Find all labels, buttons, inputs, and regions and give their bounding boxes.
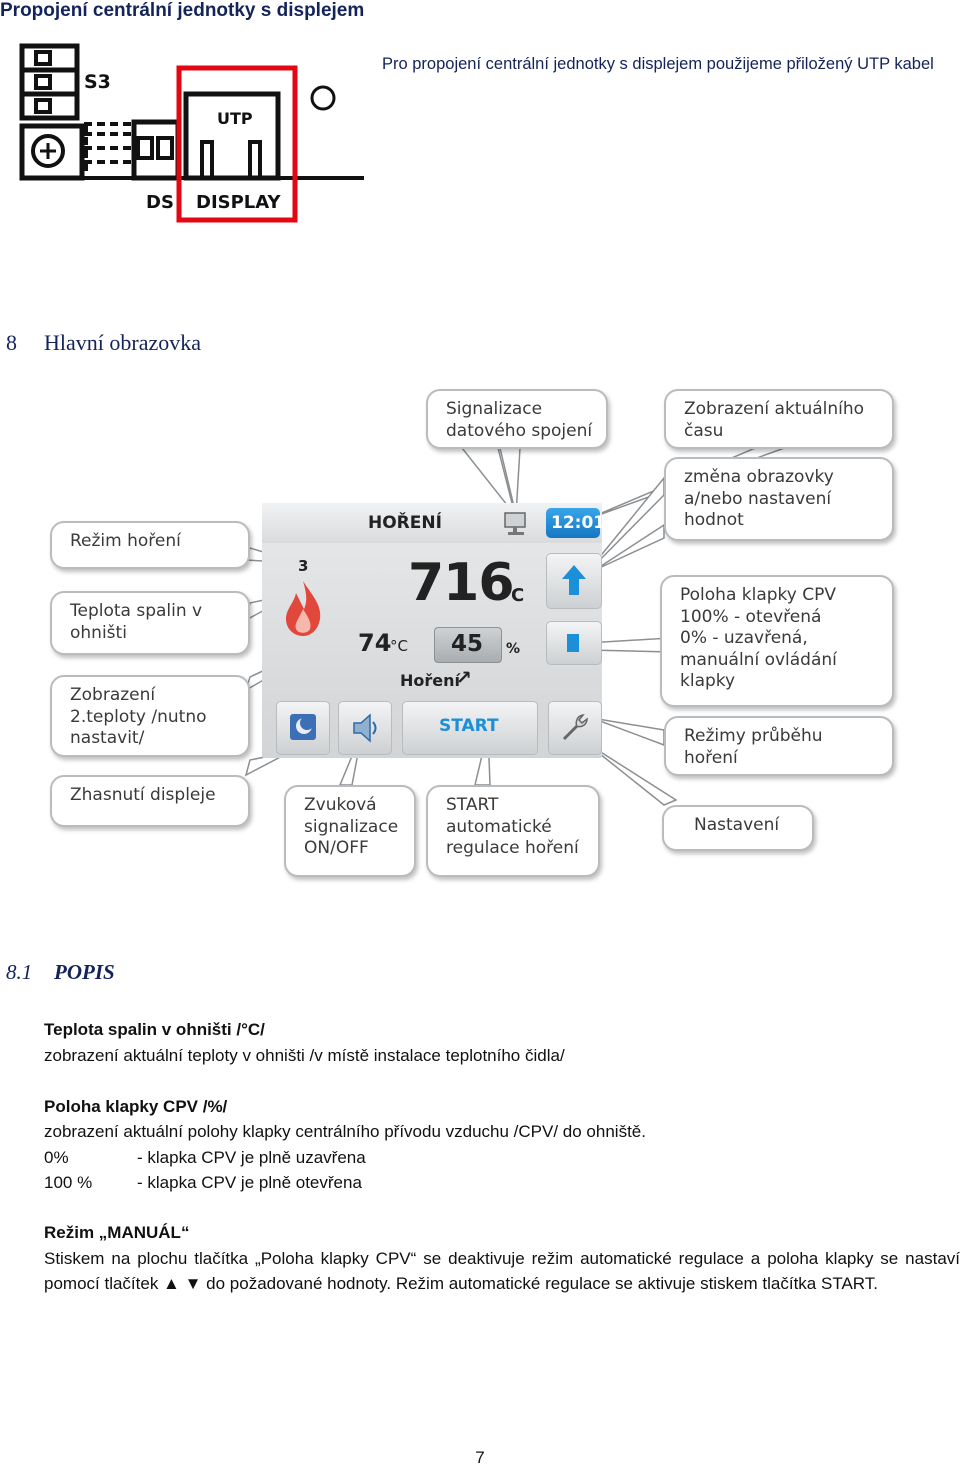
screen-header [262,503,602,543]
poloha-row-value: - klapka CPV je plně uzavřena [137,1148,366,1167]
status-text: Hoření [400,671,460,690]
display-off-button[interactable] [276,701,330,755]
arrow-down-icon [567,634,579,652]
label-display: DISPLAY [196,192,281,213]
poloha-row-value: - klapka CPV je plně otevřena [137,1173,362,1192]
callout-time: Zobrazení aktuálního času [664,389,894,449]
label-ds: DS [146,192,174,213]
arrow-up-icon [562,565,586,595]
callout-valve-position-text: Poloha klapky CPV 100% - otevřená 0% - u… [680,585,837,691]
callout-second-temperature: Zobrazení 2.teploty /nutno nastavit/ [50,675,250,757]
screen-title: HOŘENÍ [368,513,442,533]
callout-change-screen-text: změna obrazovky a/nebo nastavení hodnot [684,467,834,530]
callout-start: START automatické regulace hoření [426,785,600,877]
label-s3: S3 [84,71,111,93]
flame-icon [286,581,321,636]
down-button[interactable] [546,621,602,665]
time-button[interactable]: 12:01 [546,508,605,538]
valve-position-unit: % [506,641,521,657]
heading-8: 8 Hlavní obrazovka [6,330,201,356]
s3-terminal-block [19,43,80,121]
poloha-row-key: 0% [44,1148,69,1167]
callout-valve-position: Poloha klapky CPV 100% - otevřená 0% - u… [660,575,894,707]
moon-icon [290,714,316,740]
callout-change-screen: změna obrazovky a/nebo nastavení hodnot [664,457,894,541]
main-screen-panel: HOŘENÍ 12:01 3 716 °C 74 °C 45 % Hoření … [262,503,605,758]
section-title: Propojení centrální jednotky s displejem [0,0,365,21]
page-number: 7 [475,1448,485,1467]
mode-number: 3 [298,557,309,575]
poloha-row-key: 100 % [44,1173,93,1192]
display-highlight [176,65,298,223]
wrench-icon [562,713,588,741]
callout-start-text: START automatické regulace hoření [446,795,579,858]
plus-terminal-icon [31,134,65,168]
valve-position-button[interactable]: 45 [434,627,502,663]
callout-burning-modes-text: Režimy průběhu hoření [684,726,823,768]
callout-data-connection-text: Signalizace datového spojení [446,399,593,441]
valve-position-value: 45 [451,631,484,657]
heading-8-title: Hlavní obrazovka [44,330,201,355]
callout-settings: Nastavení [662,805,814,851]
callout-time-text: Zobrazení aktuálního času [684,399,865,441]
wiring-diagram: S3 UTP DS DISPLAY [19,43,364,223]
callout-burning-modes: Režimy průběhu hoření [664,716,894,776]
heading-8-1-number: 8.1 [6,960,33,984]
second-temperature-unit: °C [390,637,408,655]
callout-data-connection: Signalizace datového spojení [426,389,608,449]
callout-settings-text: Nastavení [694,815,780,835]
callout-second-temperature-text: Zobrazení 2.teploty /nutno nastavit/ [70,685,207,748]
intro-text: Pro propojení centrální jednotky s displ… [382,55,934,73]
callout-sound-text: Zvuková signalizace ON/OFF [304,795,399,858]
sound-toggle-button[interactable] [338,701,392,755]
heading-8-1-title: POPIS [54,960,115,984]
poloha-text: zobrazení aktuální polohy klapky centrál… [44,1122,646,1141]
heading-8-1: 8.1 POPIS [6,960,115,985]
time-display: 12:01 [551,513,606,533]
flue-temperature-unit: °C [502,585,525,606]
callout-flue-temperature: Teplota spalin v ohništi [50,591,250,655]
callout-display-off: Zhasnutí displeje [50,775,250,827]
teplota-text: zobrazení aktuální teploty v ohništi /v … [44,1046,565,1065]
manual-text: Stiskem na plochu tlačítka „Poloha klapk… [44,1249,960,1293]
callout-burning-mode: Režim hoření [50,521,250,569]
manual-heading: Režim „MANUÁL“ [44,1223,190,1242]
second-temperature: 74 [358,629,392,657]
callout-display-off-text: Zhasnutí displeje [70,785,216,805]
callout-sound: Zvuková signalizace ON/OFF [284,785,416,877]
poloha-heading: Poloha klapky CPV /%/ [44,1097,228,1116]
flue-temperature: 716 [408,553,515,613]
label-utp: UTP [217,109,253,128]
speaker-icon [353,713,377,743]
data-connection-icon [504,512,526,535]
settings-button[interactable] [548,701,602,755]
up-button[interactable] [546,553,602,609]
callout-burning-mode-text: Režim hoření [70,531,181,551]
teplota-heading: Teplota spalin v ohništi /°C/ [44,1020,265,1039]
trend-arrow-icon: ↗ [456,667,472,689]
start-button[interactable]: START [402,701,538,755]
start-button-label: START [439,716,499,736]
heading-8-number: 8 [6,330,17,355]
callout-flue-temperature-text: Teplota spalin v ohništi [70,601,203,643]
